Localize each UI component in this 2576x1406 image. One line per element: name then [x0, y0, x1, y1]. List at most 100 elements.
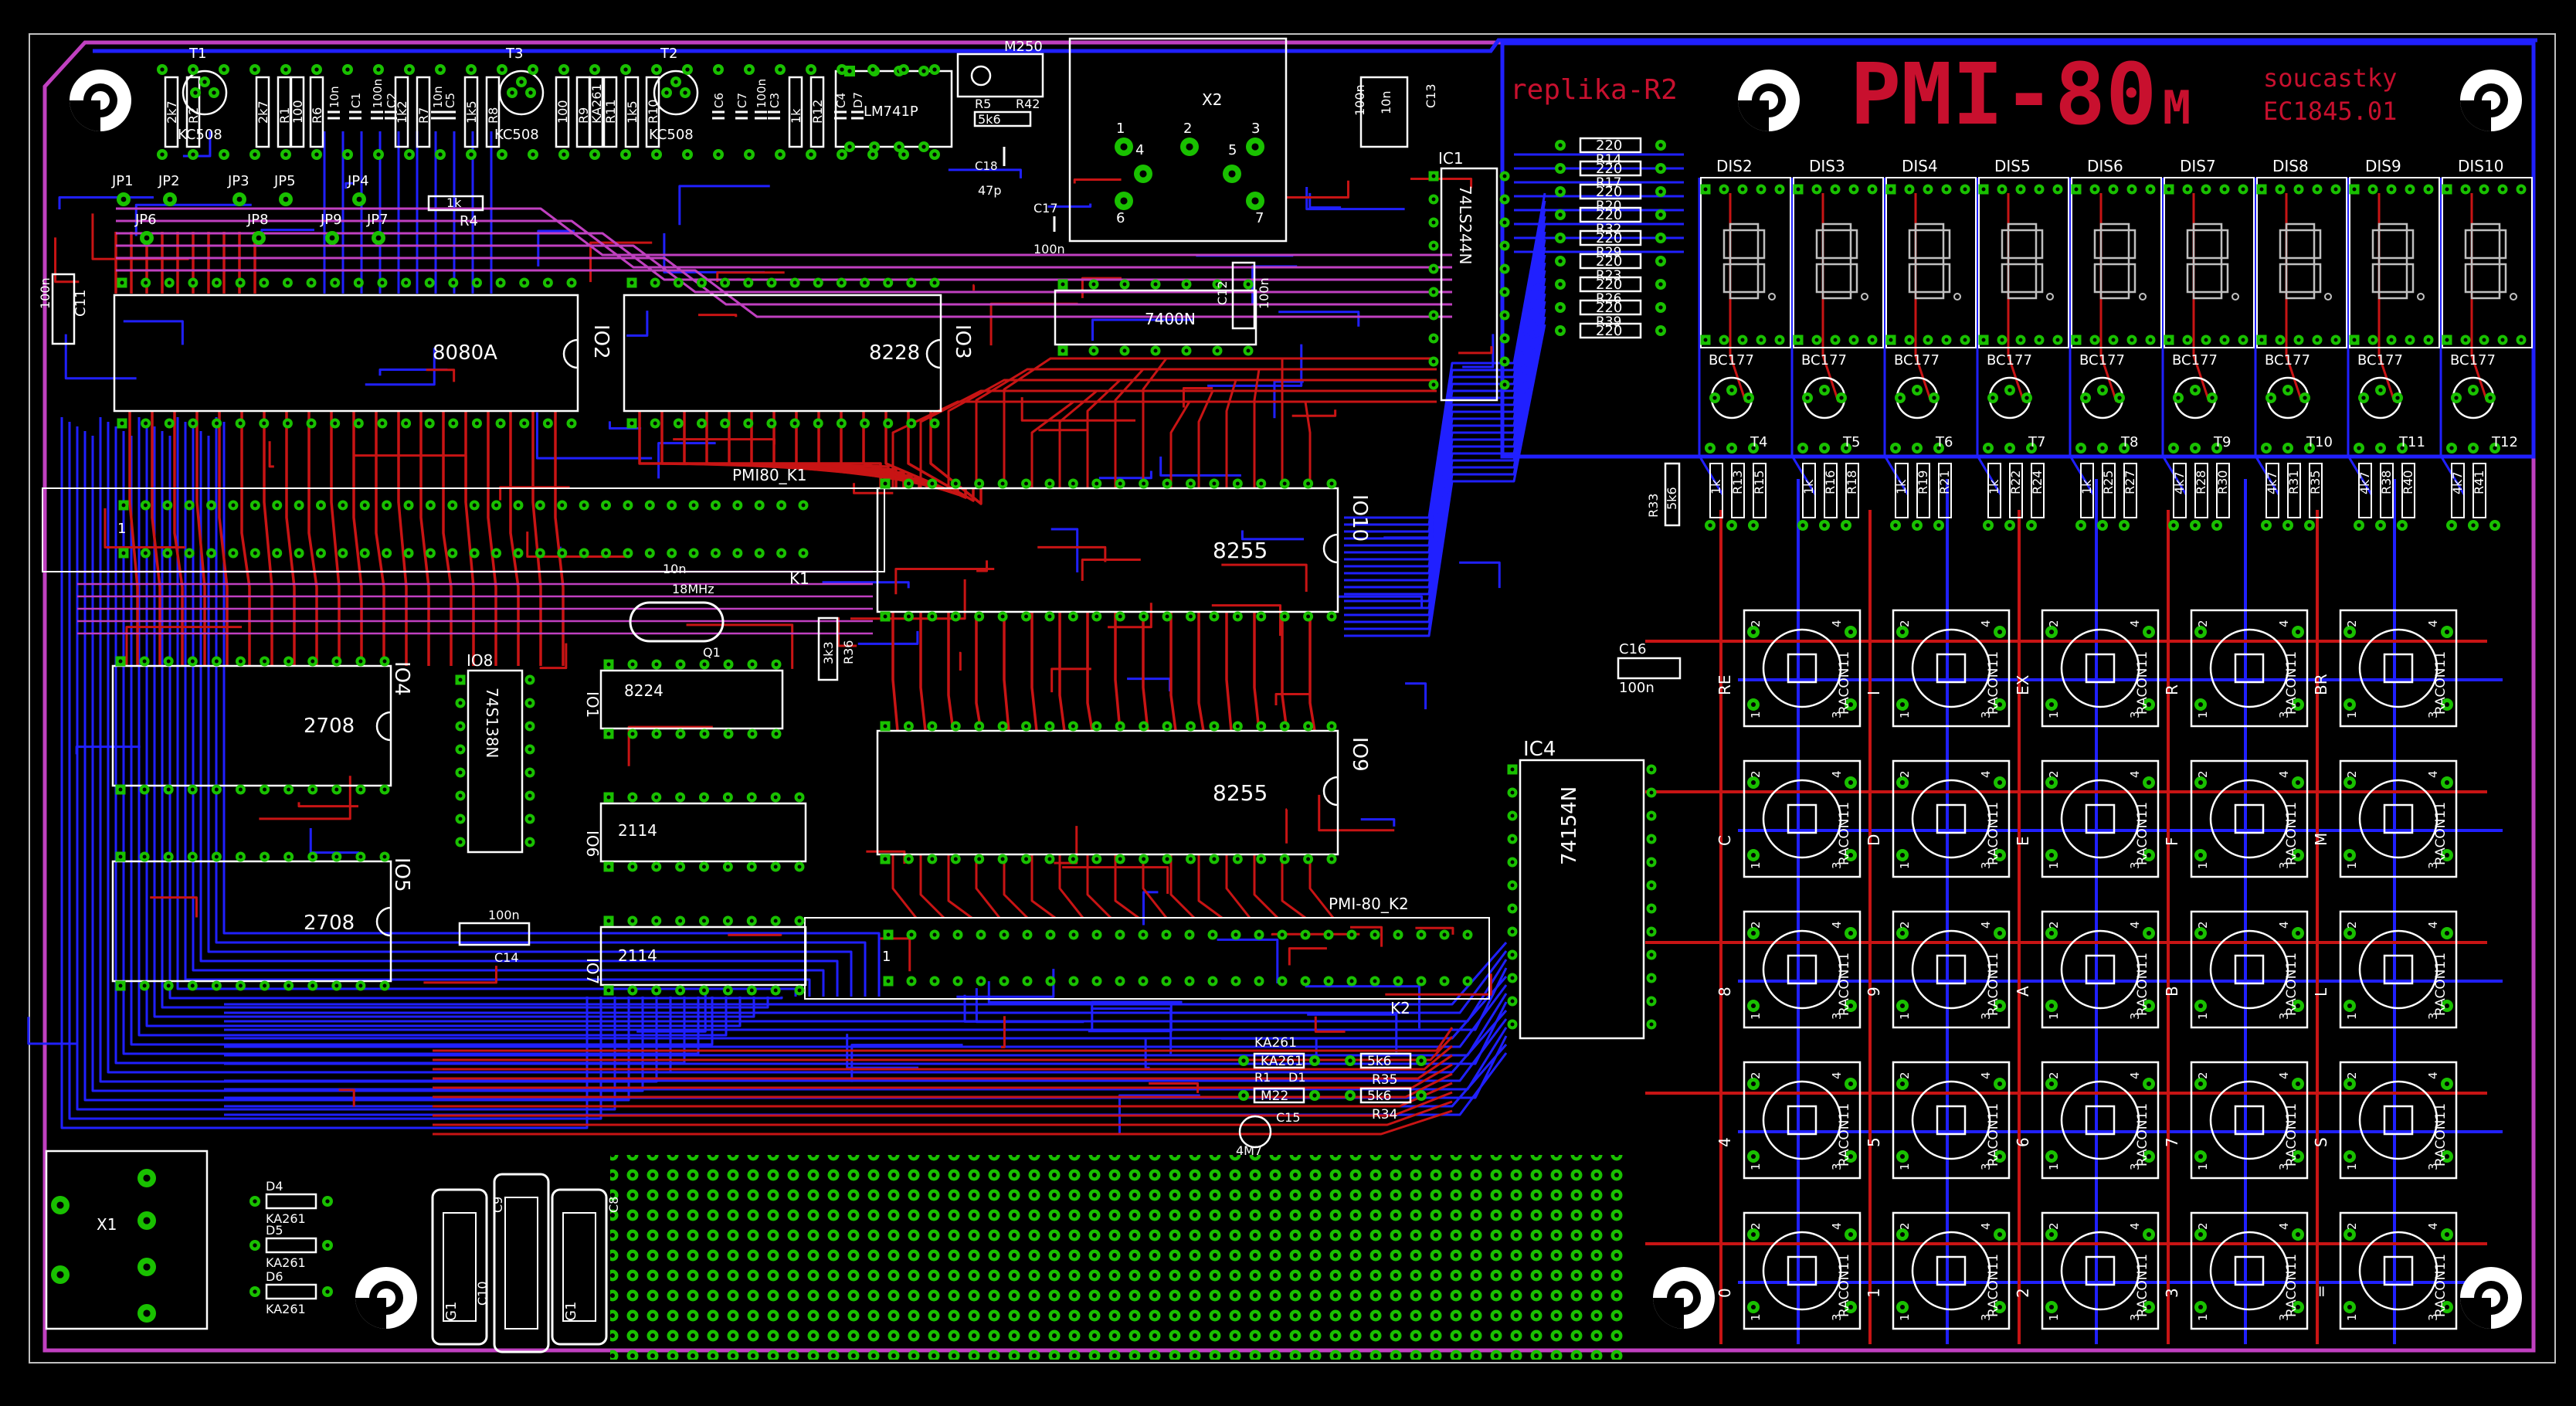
resistor-ref: R20 — [1596, 199, 1621, 214]
trace — [1030, 854, 1056, 919]
pad-hole — [1963, 338, 1967, 342]
display-segment — [1821, 290, 1852, 300]
pad-hole — [654, 988, 659, 993]
pad-hole — [1759, 187, 1763, 192]
pad-hole — [1165, 724, 1169, 728]
pad-hole — [2315, 187, 2320, 192]
trace — [626, 311, 649, 337]
resistor-ref: R32 — [1596, 222, 1621, 237]
x2-pin-7: 7 — [1255, 210, 1264, 226]
ic-io3-ref: IO3 — [951, 324, 974, 359]
trace — [657, 442, 716, 479]
pad-hole — [2357, 446, 2361, 450]
resistor-label: R9 — [576, 107, 591, 124]
pad-hole — [1751, 446, 1756, 450]
key-pin-label: 3 — [2426, 861, 2440, 869]
q1-value: 18MHz — [672, 582, 714, 596]
ic-ic1-value: 74LS244N — [1456, 185, 1475, 264]
pad-hole — [472, 551, 477, 555]
pad-hole — [1649, 767, 1654, 772]
display-segment — [1729, 290, 1760, 300]
display-segment — [2007, 222, 2038, 232]
display-frame — [2164, 177, 2255, 348]
transistor-ref: T3 — [505, 46, 523, 62]
pad-hole — [311, 983, 315, 988]
pad-hole — [1740, 187, 1745, 192]
key-legend: = — [2312, 1285, 2330, 1298]
trace — [1225, 379, 1437, 488]
key-pin-label: 3 — [1979, 711, 1993, 718]
resistor-label: 1k5 — [625, 100, 640, 124]
bus-trace — [207, 436, 853, 997]
pad-hole — [212, 90, 216, 95]
pad-hole — [297, 503, 301, 508]
resistor-value: 220 — [1596, 138, 1622, 154]
pad-hole — [118, 983, 123, 988]
q1-ref: Q1 — [703, 645, 721, 660]
pad-hole — [1777, 187, 1782, 192]
display-segment — [2093, 229, 2103, 260]
key-legend: E — [2014, 836, 2032, 846]
pad-hole — [2148, 187, 2153, 192]
bus-trace — [222, 422, 881, 997]
pad-hole — [2198, 930, 2204, 936]
cpu-trace — [307, 411, 318, 666]
key-switch-frame — [1892, 759, 2011, 878]
pad-hole — [283, 67, 288, 72]
pad-hole — [472, 503, 477, 508]
pad-hole — [311, 854, 315, 859]
pad-hole — [510, 90, 514, 95]
cpu-trace — [464, 411, 475, 666]
pad-hole — [883, 614, 888, 619]
resistor-body — [1579, 137, 1642, 154]
pad-hole — [1986, 446, 1991, 450]
key-pin-label: 2 — [1898, 1071, 1912, 1079]
cpu-trace — [375, 411, 385, 666]
pad-hole — [1848, 779, 1854, 786]
key-legend: 0 — [1716, 1288, 1734, 1298]
trace — [1020, 397, 1136, 422]
pad-hole — [1251, 197, 1259, 205]
key-switch-plunger — [2085, 803, 2116, 834]
pad-hole — [1212, 857, 1217, 861]
key-pin-label: 1 — [1898, 1313, 1912, 1321]
mounting-hole-notch — [1653, 1298, 1684, 1329]
connector-k1: PMI80_K1 K1 1 — [42, 466, 885, 588]
display-segment — [1821, 256, 1852, 266]
trace — [433, 1109, 1453, 1136]
electrolytic-inner — [504, 1197, 538, 1330]
pad-hole — [333, 421, 338, 426]
pad-hole — [2371, 187, 2375, 192]
key-switch-plunger — [2383, 1105, 2414, 1136]
pad-hole — [2361, 396, 2366, 400]
pad-hole — [2079, 523, 2083, 528]
mounting-hole-notch — [70, 100, 100, 131]
pad-hole — [2100, 388, 2105, 392]
pad-hole — [222, 67, 226, 72]
pad-hole — [750, 732, 755, 736]
trace — [64, 334, 137, 380]
ic-8080a-value: 8080A — [433, 341, 497, 365]
key-legend: 4 — [1716, 1137, 1734, 1147]
pad-hole — [1848, 629, 1854, 635]
pad-hole — [253, 1243, 257, 1248]
pad-hole — [1048, 979, 1053, 983]
pad-hole — [1186, 143, 1193, 151]
trace — [1003, 612, 1010, 732]
trace — [636, 986, 707, 1033]
transistor-ref: T1 — [188, 46, 206, 62]
resistor-ref: R26 — [1596, 291, 1621, 307]
pad-hole — [236, 196, 243, 202]
key-pin-label: 3 — [1830, 1163, 1844, 1170]
trace — [1062, 866, 1169, 895]
key-switch-ring — [2060, 628, 2140, 708]
resistor-body — [2173, 463, 2187, 518]
transistor-ref: T2 — [660, 46, 677, 62]
pad-hole — [906, 614, 911, 619]
pad-hole — [1777, 338, 1782, 342]
display-frame — [2256, 177, 2347, 348]
pad-hole — [1502, 174, 1507, 178]
transistor-ref: T7 — [2028, 434, 2045, 450]
trace — [857, 630, 919, 645]
key-pin-label: 4 — [2128, 620, 2142, 627]
